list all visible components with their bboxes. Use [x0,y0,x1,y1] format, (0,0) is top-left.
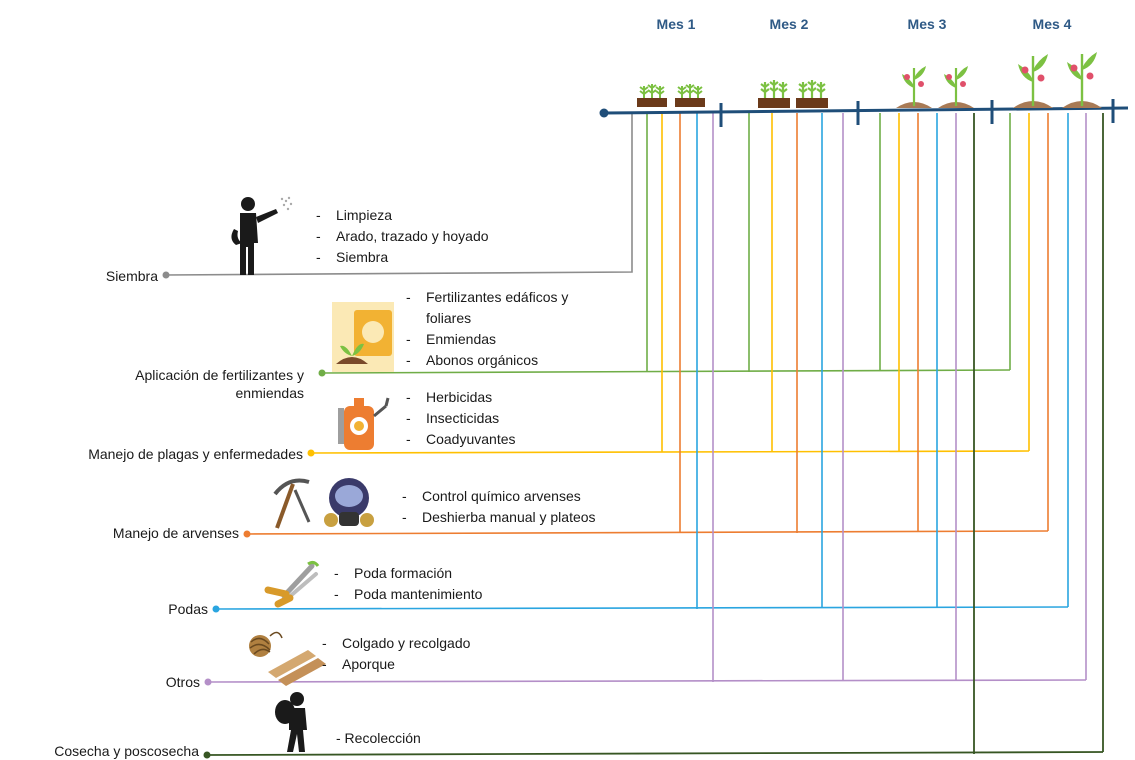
task-item: Colgado y recolgado [322,633,470,654]
pruning-shears-icon [264,560,320,608]
connectors-arvenses [246,113,1049,535]
task-item: Herbicidas [406,387,516,408]
connectors-siembra [164,113,633,276]
task-item: Insecticidas [406,408,516,429]
task-item: Poda formación [334,563,482,584]
category-label-fertilizantes: Aplicación de fertilizantes y enmiendas [60,366,304,402]
timeline-start-dot [599,108,609,118]
category-label-fertilizantes-line2: enmiendas [235,385,305,401]
task-item: Abonos orgánicos [406,350,568,371]
twine-and-stakes-icon [249,631,326,686]
connectors-cosecha [206,113,1104,756]
task-list-cosecha: - Recolección [336,730,421,746]
task-item-continued: foliares [426,310,472,326]
timeline-axis [603,99,1129,127]
harvester-with-sack-icon [275,692,307,752]
backpack-sprayer-icon [338,397,390,450]
task-item: Poda mantenimiento [334,584,482,605]
pickaxe-and-gas-mask-icon [273,478,374,529]
category-label-arvenses: Manejo de arvenses [112,525,239,541]
connectors-fertilizantes [321,113,1011,374]
task-list-arvenses: Control químico arvenses Deshierba manua… [402,486,596,528]
category-label-plagas: Manejo de plagas y enfermedades [88,446,303,462]
category-label-cosecha: Cosecha y poscosecha [54,743,199,759]
category-label-podas: Podas [168,601,208,617]
category-label-fertilizantes-line1: Aplicación de fertilizantes y [135,367,304,383]
task-item: Deshierba manual y plateos [402,507,596,528]
connectors-plagas [310,113,1030,454]
task-item: Siembra [316,247,489,268]
connectors-podas [215,113,1069,610]
task-list-plagas: Herbicidas Insecticidas Coadyuvantes [406,387,516,450]
task-item: Enmiendas [406,329,568,350]
flowering-plant-icon [896,52,1102,108]
month-label-4: Mes 4 [1032,16,1072,32]
endpoint-dots [162,271,326,759]
task-item: Coadyuvantes [406,429,516,450]
task-list-siembra: Limpieza Arado, trazado y hoyado Siembra [316,205,489,268]
fertilizer-bag-icon [332,302,394,372]
month-label-2: Mes 2 [769,16,809,32]
category-label-otros: Otros [165,674,200,690]
task-item: Aporque [322,654,470,675]
sprout-seedlings-icon [637,80,828,108]
task-list-podas: Poda formación Poda mantenimiento [334,563,482,605]
connectors-otros [207,113,1087,683]
task-item: Limpieza [316,205,489,226]
month-label-1: Mes 1 [656,16,696,32]
task-item: Control químico arvenses [402,486,596,507]
task-item: Fertilizantes edáficos y [406,287,568,308]
category-label-siembra: Siembra [105,268,158,284]
task-item: Arado, trazado y hoyado [316,226,489,247]
task-list-otros: Colgado y recolgado Aporque [322,633,470,675]
task-list-fertilizantes: Fertilizantes edáficos y foliares Enmien… [406,287,568,371]
person-spraying-icon [231,196,293,275]
month-label-3: Mes 3 [907,16,947,32]
